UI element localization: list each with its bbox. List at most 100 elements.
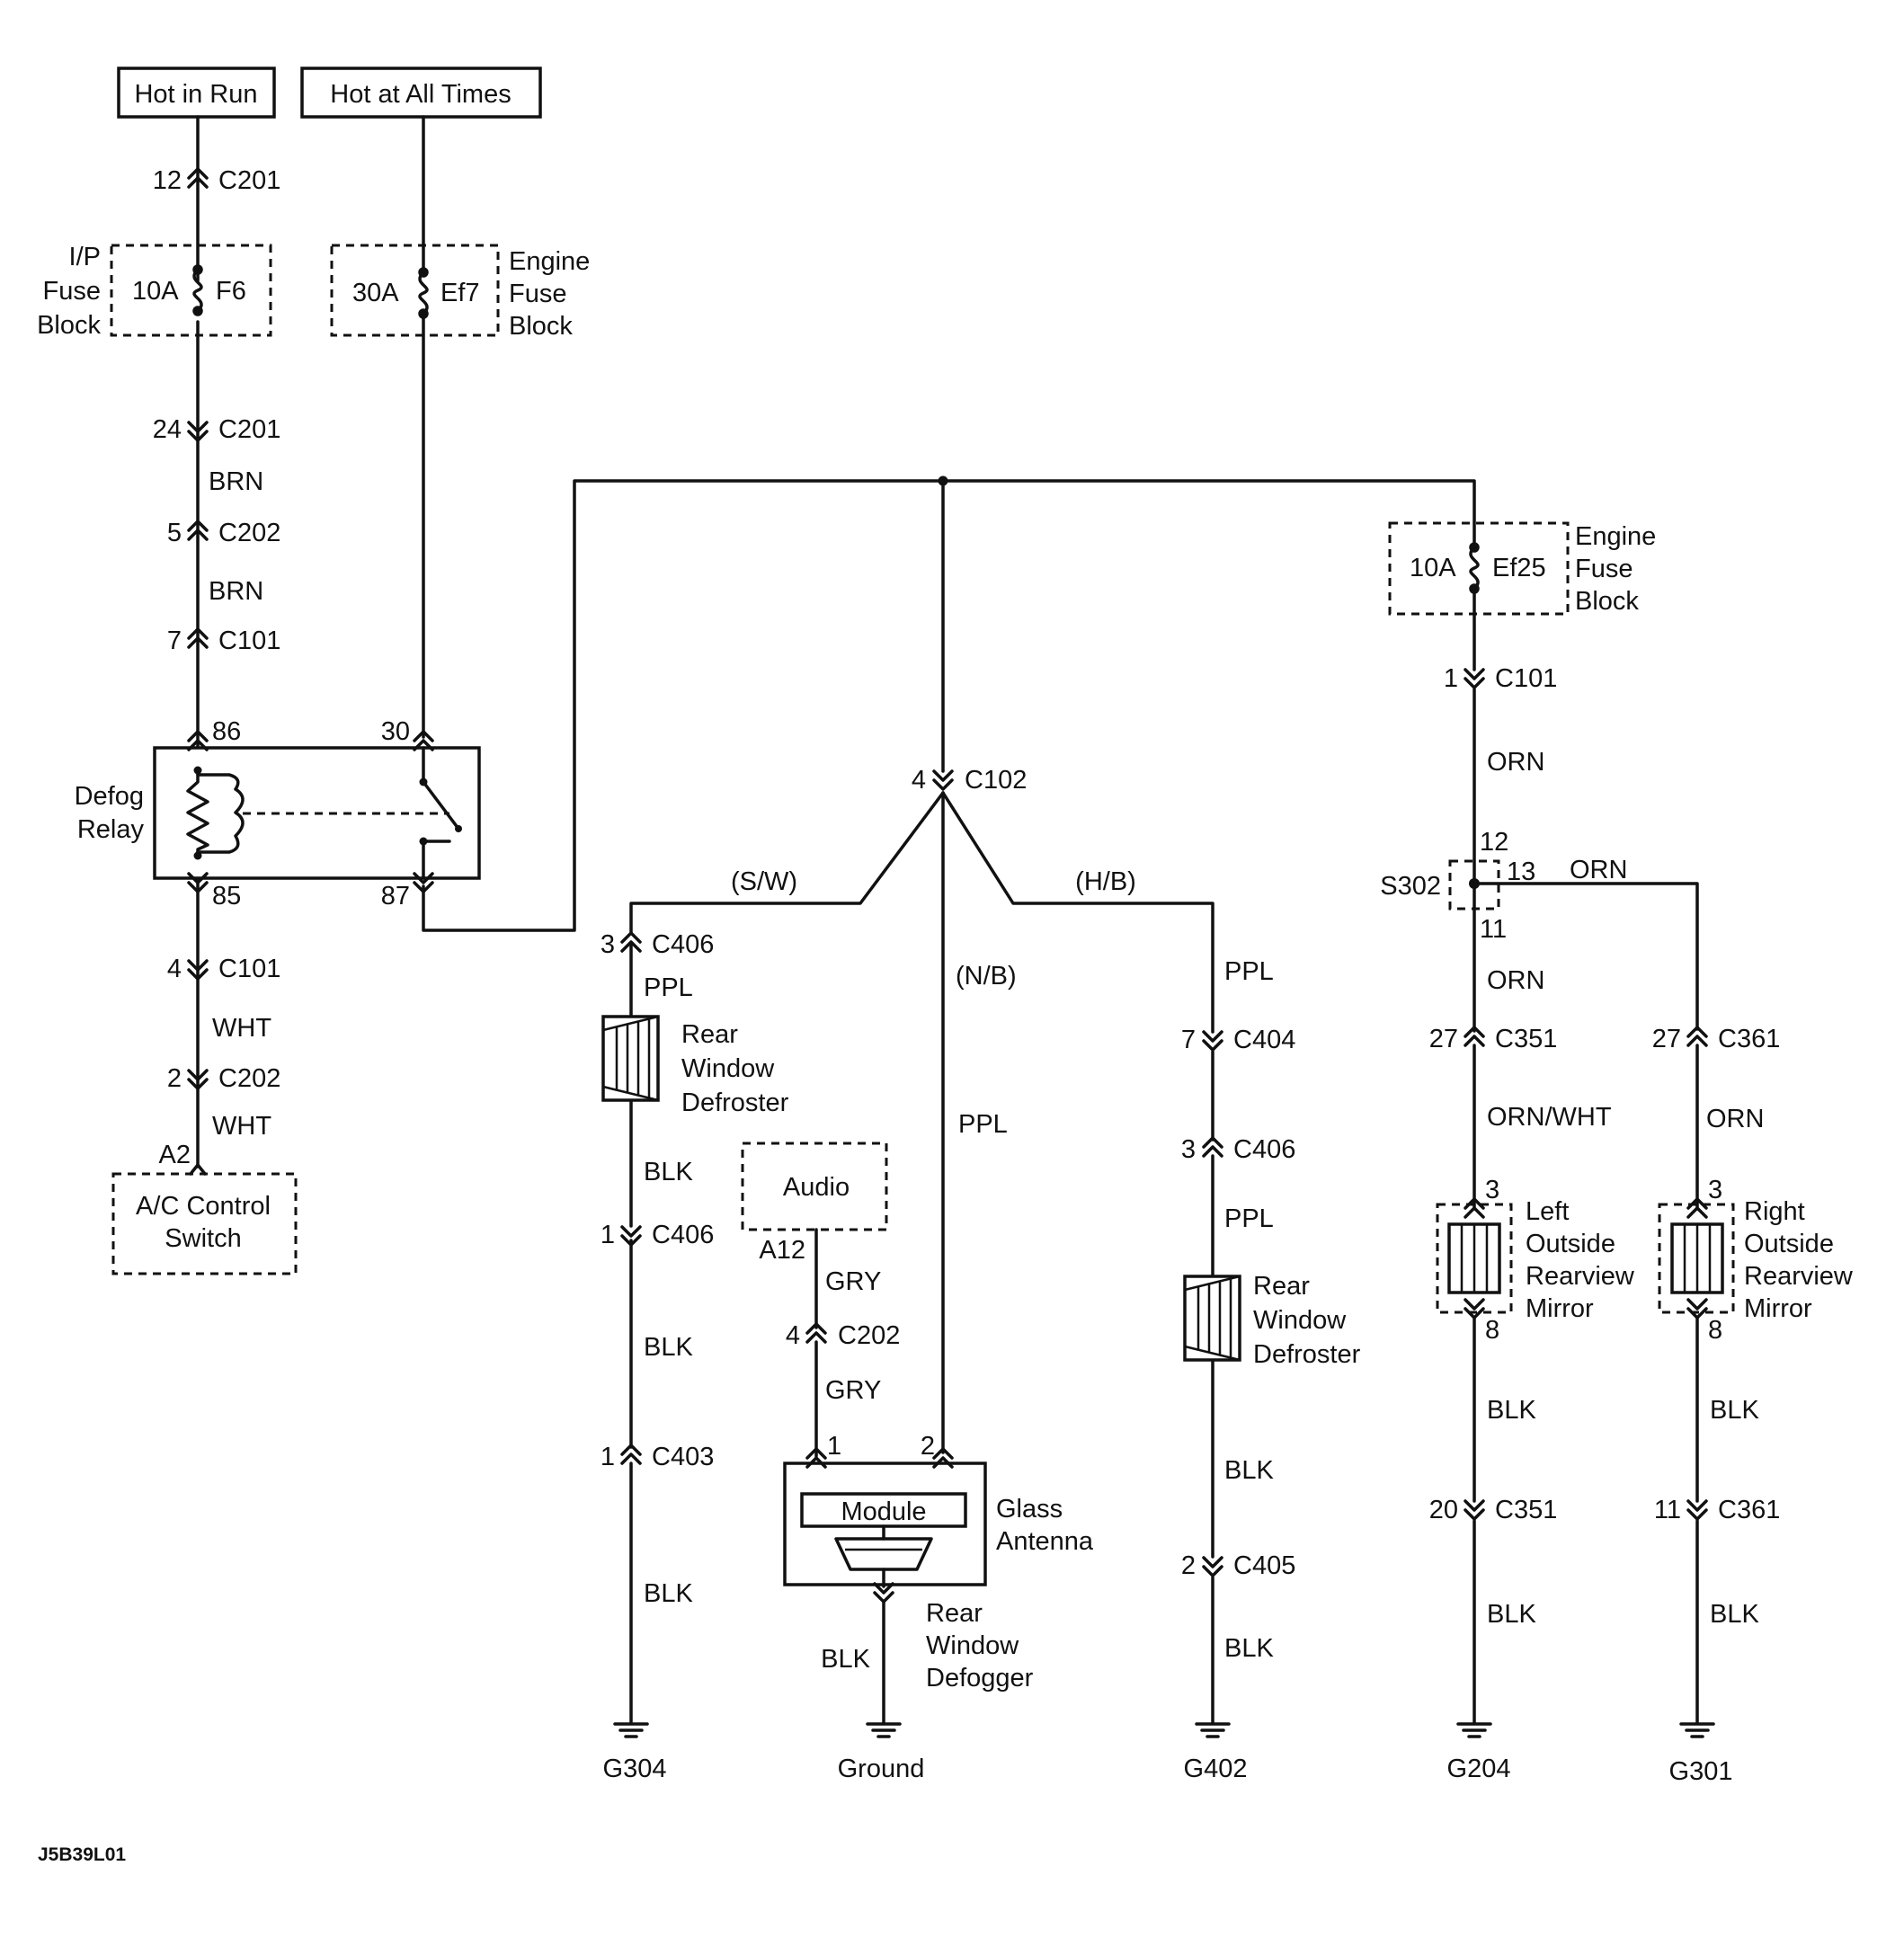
wire-hb-branch [941, 791, 1214, 1034]
c351-27-name: C351 [1495, 1025, 1557, 1053]
right-mirror-pin-3: 3 [1708, 1176, 1722, 1204]
c403-1-pin: 1 [601, 1443, 615, 1471]
ef25-name: Ef25 [1492, 554, 1546, 582]
f6-name: F6 [216, 277, 246, 306]
wire-blk-3: BLK [644, 1579, 693, 1608]
wire-blk-antenna: BLK [821, 1645, 870, 1674]
ef7-rating: 30A [352, 279, 399, 307]
c361-27-name: C361 [1718, 1025, 1780, 1053]
ground-g301-label: G301 [1669, 1757, 1733, 1786]
wire-blk-6: BLK [1487, 1396, 1536, 1425]
ground-g402-label: G402 [1184, 1755, 1248, 1783]
ground-g304-label: G304 [603, 1755, 667, 1783]
c406-3b-pin: 3 [1181, 1135, 1196, 1164]
c405-2-name: C405 [1233, 1551, 1295, 1580]
ef7-fuse: 30A Ef7 Engine Fuse Block [330, 244, 590, 341]
left-mirror-label-2: Outside [1526, 1230, 1615, 1258]
defroster-2-label-1: Rear [1253, 1272, 1310, 1301]
relay-label-2: Relay [77, 815, 145, 844]
ef7-block-1: Engine [509, 247, 590, 276]
c202-5-pin: 5 [167, 519, 182, 547]
c406-3-pin: 3 [601, 930, 615, 959]
hot-in-run-box: Hot in Run [117, 67, 276, 119]
relay-label-1: Defog [75, 782, 144, 811]
ef7-block-3: Block [509, 312, 573, 341]
glass-antenna: 1 2 Module Glass Antenna [783, 1432, 1094, 1588]
relay-output-bus [422, 479, 1476, 932]
c403-1-name: C403 [652, 1443, 714, 1471]
right-outside-mirror: 3 8 Right Outside Rearview Mirror [1658, 1176, 1854, 1345]
wire-ppl-nb: PPL [958, 1110, 1008, 1139]
wire-blk-7: BLK [1487, 1600, 1536, 1629]
c101-1-name: C101 [1495, 664, 1557, 693]
antenna-pin-2: 2 [921, 1432, 935, 1461]
c201-12-pin: 12 [153, 166, 182, 195]
relay-pin-85: 85 [212, 882, 241, 911]
right-mirror-label-4: Mirror [1744, 1294, 1812, 1323]
wire-brn-2: BRN [209, 577, 263, 606]
defroster-1-label-2: Window [681, 1054, 775, 1083]
antenna-module-label: Module [841, 1497, 926, 1526]
f6-block-1: I/P [69, 243, 101, 271]
ef25-fuse: 10A Ef25 Engine Fuse Block [1388, 521, 1656, 616]
ac-switch-label-1: A/C Control [136, 1192, 271, 1221]
wire-wht-2: WHT [212, 1112, 271, 1141]
figure-id: J5B39L01 [38, 1844, 126, 1865]
ef25-rating: 10A [1410, 554, 1456, 582]
wire-orn-4: ORN [1706, 1105, 1764, 1133]
wire-blk-8: BLK [1710, 1396, 1759, 1425]
antenna-label-2: Antenna [996, 1527, 1094, 1556]
ground-symbol [866, 1722, 902, 1738]
ground-g304-symbol [613, 1722, 649, 1738]
defroster-2-label-3: Defroster [1253, 1340, 1361, 1369]
c101-4-pin: 4 [167, 955, 182, 983]
c101-7-pin: 7 [167, 626, 182, 655]
right-mirror-label-2: Outside [1744, 1230, 1834, 1258]
c361-27-pin: 27 [1652, 1025, 1681, 1053]
connector-c101-1 [1464, 668, 1485, 689]
c202-2-name: C202 [218, 1064, 280, 1093]
s302-pin-13: 13 [1507, 857, 1535, 886]
connector-c102-4 [932, 769, 954, 791]
wire-gry-2: GRY [825, 1376, 881, 1405]
ground-g301-symbol [1679, 1722, 1715, 1738]
relay-pin-87: 87 [381, 882, 410, 911]
c361-11-pin: 11 [1654, 1496, 1681, 1524]
s302-name: S302 [1380, 872, 1441, 901]
wire-blk-1: BLK [644, 1158, 693, 1186]
ground-g204-symbol [1456, 1722, 1492, 1738]
right-mirror-label-1: Right [1744, 1197, 1805, 1226]
ac-switch-label-2: Switch [165, 1224, 241, 1253]
c201-24-name: C201 [218, 415, 280, 444]
connector-c361-11 [1686, 1499, 1708, 1521]
wire-ppl-1: PPL [644, 973, 693, 1002]
connector-c405-2 [1202, 1556, 1223, 1577]
c406-1-pin: 1 [601, 1221, 615, 1249]
left-mirror-label-3: Rearview [1526, 1262, 1635, 1291]
c351-27-pin: 27 [1429, 1025, 1458, 1053]
defroster-2-label-2: Window [1253, 1306, 1347, 1335]
wire-orn-1: ORN [1487, 748, 1544, 777]
ground-g204-label: G204 [1447, 1755, 1511, 1783]
ground-g402-symbol [1195, 1722, 1231, 1738]
left-mirror-pin-8: 8 [1485, 1316, 1499, 1345]
wire-gry-1: GRY [825, 1267, 881, 1296]
wire-orn-3: ORN [1487, 966, 1544, 995]
c406-3b-name: C406 [1233, 1135, 1295, 1164]
s302-pin-12: 12 [1480, 828, 1508, 857]
left-mirror-label-1: Left [1526, 1197, 1569, 1226]
defogger-label-3: Defogger [926, 1664, 1034, 1693]
wire-ppl-3: PPL [1224, 1204, 1274, 1233]
f6-block-2: Fuse [43, 277, 101, 306]
ef25-block-1: Engine [1575, 522, 1656, 551]
ac-switch-pin: A2 [159, 1141, 191, 1169]
defog-relay: Defog Relay 86 30 85 87 [75, 717, 481, 911]
ef25-block-3: Block [1575, 587, 1639, 616]
c351-20-pin: 20 [1429, 1496, 1458, 1524]
wire-brn-1: BRN [209, 467, 263, 496]
c202-5-name: C202 [218, 519, 280, 547]
label-nb: (N/B) [956, 962, 1017, 991]
c102-4-pin: 4 [912, 766, 926, 795]
left-outside-mirror: 3 8 Left Outside Rearview Mirror [1436, 1176, 1635, 1345]
